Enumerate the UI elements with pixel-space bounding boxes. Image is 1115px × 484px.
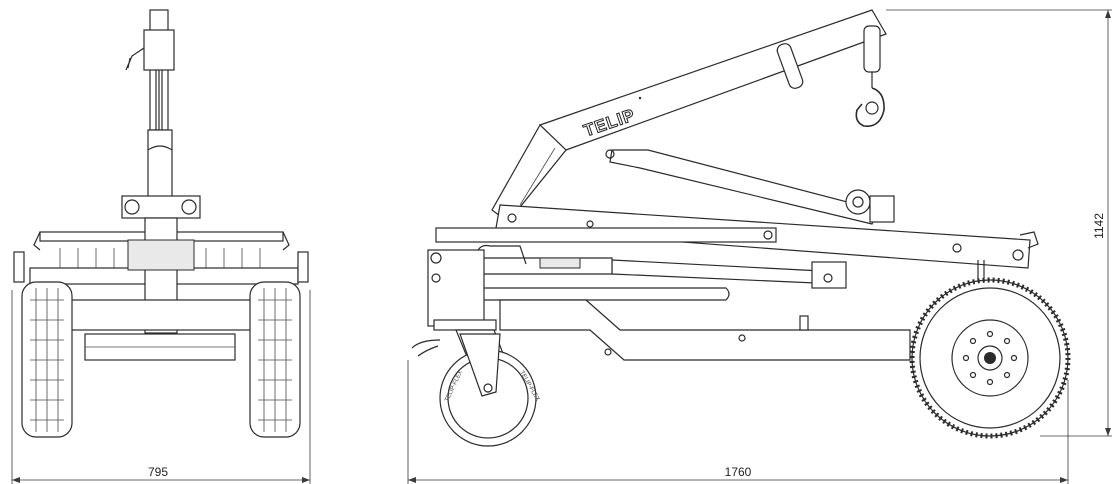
brand-mark: • (637, 93, 643, 103)
crane-boom (491, 9, 887, 223)
front-width-dimension: 795 (148, 465, 168, 479)
front-view (11, 9, 311, 484)
rear-wheel (909, 260, 1071, 439)
front-left-wheel (21, 281, 73, 438)
hydraulic-cylinder (605, 149, 895, 225)
side-length-dimension: 1760 (725, 465, 752, 479)
front-right-wheel (249, 281, 301, 438)
crane-hook (855, 25, 885, 127)
side-view: TELIP-FLEX TELIP-FLEX (407, 9, 1112, 484)
caster-wheel: TELIP-FLEX TELIP-FLEX (411, 329, 540, 447)
side-height-dimension: 1142 (1092, 213, 1106, 239)
